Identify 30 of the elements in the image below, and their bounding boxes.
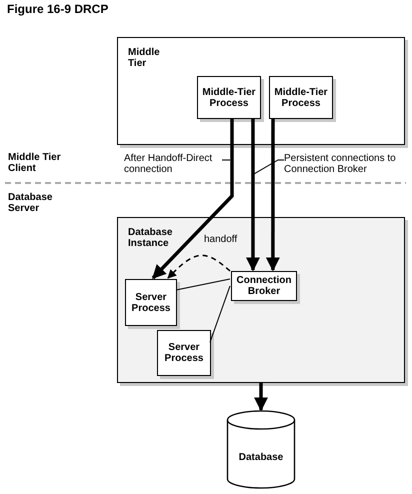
annotation-text: After Handoff-Direct connection	[124, 153, 214, 175]
process-box	[269, 76, 333, 119]
connector-line	[176, 278, 230, 290]
arrow	[254, 383, 268, 412]
cylinder-label: Database	[238, 452, 284, 463]
panel-heading: Database Instance	[128, 227, 174, 249]
leader-line	[222, 159, 230, 160]
box-label: Server Process	[164, 342, 204, 364]
annotation-text: Persistent connections to Connection Broker	[284, 153, 397, 175]
arrow	[152, 118, 234, 280]
panel-heading: Middle Tier	[128, 47, 161, 69]
instance-panel	[117, 217, 405, 383]
box-label: Connection Broker	[236, 275, 292, 297]
connector-line	[210, 285, 230, 343]
edge-label: handoff	[203, 234, 238, 245]
arrow	[246, 118, 260, 272]
box-label: Middle-Tier Process	[273, 86, 329, 108]
arrow	[266, 118, 280, 272]
zone-label: Database Server	[8, 192, 54, 214]
zone-label: Middle Tier Client	[8, 152, 62, 174]
process-box	[197, 76, 261, 119]
broker-box	[231, 271, 297, 301]
figure-title: Figure 16-9 DRCP	[7, 4, 108, 15]
tier-box	[117, 37, 405, 145]
leader-line	[254, 159, 284, 174]
box-label: Server Process	[130, 292, 172, 314]
process-box	[157, 330, 211, 376]
process-box	[125, 279, 177, 326]
box-label: Middle-Tier Process	[201, 86, 257, 108]
arrow	[167, 254, 230, 279]
